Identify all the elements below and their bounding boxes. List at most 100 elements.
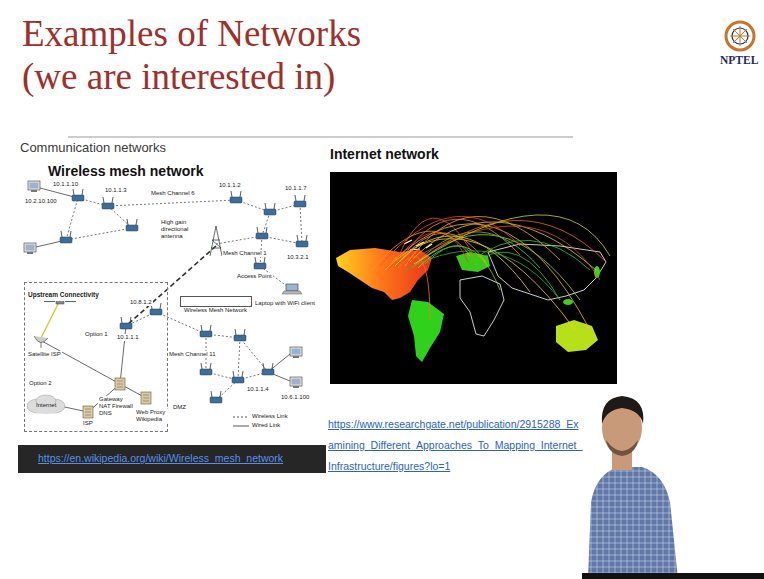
group-heading: Upstream Connectivity	[25, 289, 102, 301]
world-map	[414, 215, 610, 264]
legend-row: Wired Link	[232, 421, 289, 430]
legend-sample-line	[233, 416, 249, 417]
mesh-router	[262, 363, 274, 375]
world-map	[380, 216, 520, 266]
client-computer	[24, 181, 302, 388]
mesh-router	[126, 219, 138, 231]
mesh-router	[200, 325, 212, 337]
channel-label: Mesh Channel 11	[168, 351, 217, 358]
device-label: Web Proxy Wikipedia	[135, 409, 168, 423]
device-label: High gain directional antenna	[160, 219, 208, 240]
world-map	[372, 215, 610, 330]
world-map	[460, 276, 504, 336]
mesh-router	[232, 371, 244, 383]
mesh-router	[230, 191, 242, 203]
wireless-link	[300, 204, 302, 244]
device-label: Laptop with WiFi client	[254, 300, 316, 307]
world-map	[372, 231, 470, 270]
legend-row: Wireless Link	[232, 412, 289, 421]
mesh-router	[102, 197, 114, 209]
wireless-link	[156, 312, 206, 334]
wireless-link	[238, 338, 240, 380]
mesh-router	[294, 195, 306, 207]
ip-address: 10.8.1.2	[129, 299, 153, 306]
ip-address: 10.2.10.100	[24, 198, 58, 205]
device-label: Access Point	[236, 273, 273, 280]
world-map	[563, 299, 573, 305]
mesh-router	[254, 257, 266, 269]
nptel-logo	[726, 22, 754, 50]
mesh-router	[256, 227, 268, 239]
world-map	[385, 239, 575, 330]
client-computer	[290, 347, 302, 358]
zone-label: DMZ	[172, 404, 187, 411]
antenna-tower	[212, 240, 220, 241]
server-icon	[115, 378, 125, 390]
world-map	[392, 224, 590, 330]
ip-address: 10.1.1.10	[52, 181, 79, 188]
url-bar	[18, 445, 326, 473]
world-map	[395, 236, 530, 292]
world-map	[475, 252, 560, 300]
mesh-router	[60, 231, 72, 243]
antenna-tower	[210, 226, 222, 256]
ip-address: 10.1.1.4	[246, 386, 270, 393]
source-link: https://www.researchgate.net/publication…	[328, 414, 583, 477]
box-text: Wireless Mesh Network	[184, 307, 247, 314]
nptel-logo	[733, 29, 747, 43]
presenter-video	[582, 573, 764, 579]
satellite-dish	[41, 342, 42, 348]
world-map	[336, 248, 432, 300]
server-icon	[141, 392, 151, 404]
legend: Wireless LinkWired Link	[232, 412, 289, 430]
ip-address: 10.3.2.1	[286, 254, 310, 261]
nptel-logo	[726, 22, 754, 50]
presenter-video	[606, 440, 638, 456]
ip-address: 10.1.1.3	[104, 187, 128, 194]
option-label: Option 1	[84, 331, 109, 338]
wireless-link	[66, 198, 78, 240]
url-bar	[18, 445, 326, 473]
client-computer	[24, 243, 36, 254]
presenter-video	[588, 467, 678, 579]
legend-sample	[233, 423, 249, 429]
laptop-icon	[286, 284, 298, 291]
panel-heading: Internet network	[330, 146, 617, 163]
wireless-link	[108, 200, 236, 206]
option-label: Option 2	[28, 380, 53, 387]
presenter-video	[582, 396, 764, 579]
world-map	[330, 172, 617, 384]
ip-address: 10.6.1.100	[280, 394, 310, 401]
wireless-link	[216, 236, 262, 244]
laptop-icon	[282, 291, 302, 294]
channel-label: Mesh Channel 6	[150, 190, 196, 197]
legend-sample-line	[233, 425, 249, 426]
laptop-icon	[282, 284, 302, 294]
mesh-router	[72, 189, 84, 201]
mesh-router	[120, 317, 132, 329]
legend-text: Wireless Link	[252, 413, 288, 420]
device-label: Gateway NAT Firewall DNS	[98, 396, 136, 417]
antenna-tower	[211, 248, 221, 249]
world-map	[330, 172, 617, 384]
map-panel: Internet network	[330, 146, 617, 384]
mesh-router	[234, 329, 246, 341]
network-label-box: Wireless Mesh Network	[180, 296, 252, 307]
world-map	[425, 245, 478, 268]
device-label: ISP	[82, 420, 94, 427]
section-label: Communication networks	[20, 140, 166, 155]
nptel-logo	[733, 29, 747, 43]
client-computer	[290, 377, 302, 388]
presenter-video	[602, 396, 644, 424]
ip-address: 10.1.1.1	[116, 334, 140, 341]
legend-text: Wired Link	[252, 422, 280, 429]
mesh-router	[210, 391, 222, 403]
world-map	[408, 226, 600, 280]
satellite-dish	[34, 336, 48, 343]
ip-address: 10.1.1.2	[218, 182, 242, 189]
cloud-label: Internet	[35, 402, 57, 409]
source-link: https://en.wikipedia.org/wiki/Wireless_m…	[38, 452, 283, 465]
slide-title: Examples of Networks (we are interested …	[22, 12, 402, 98]
world-map	[556, 320, 598, 352]
